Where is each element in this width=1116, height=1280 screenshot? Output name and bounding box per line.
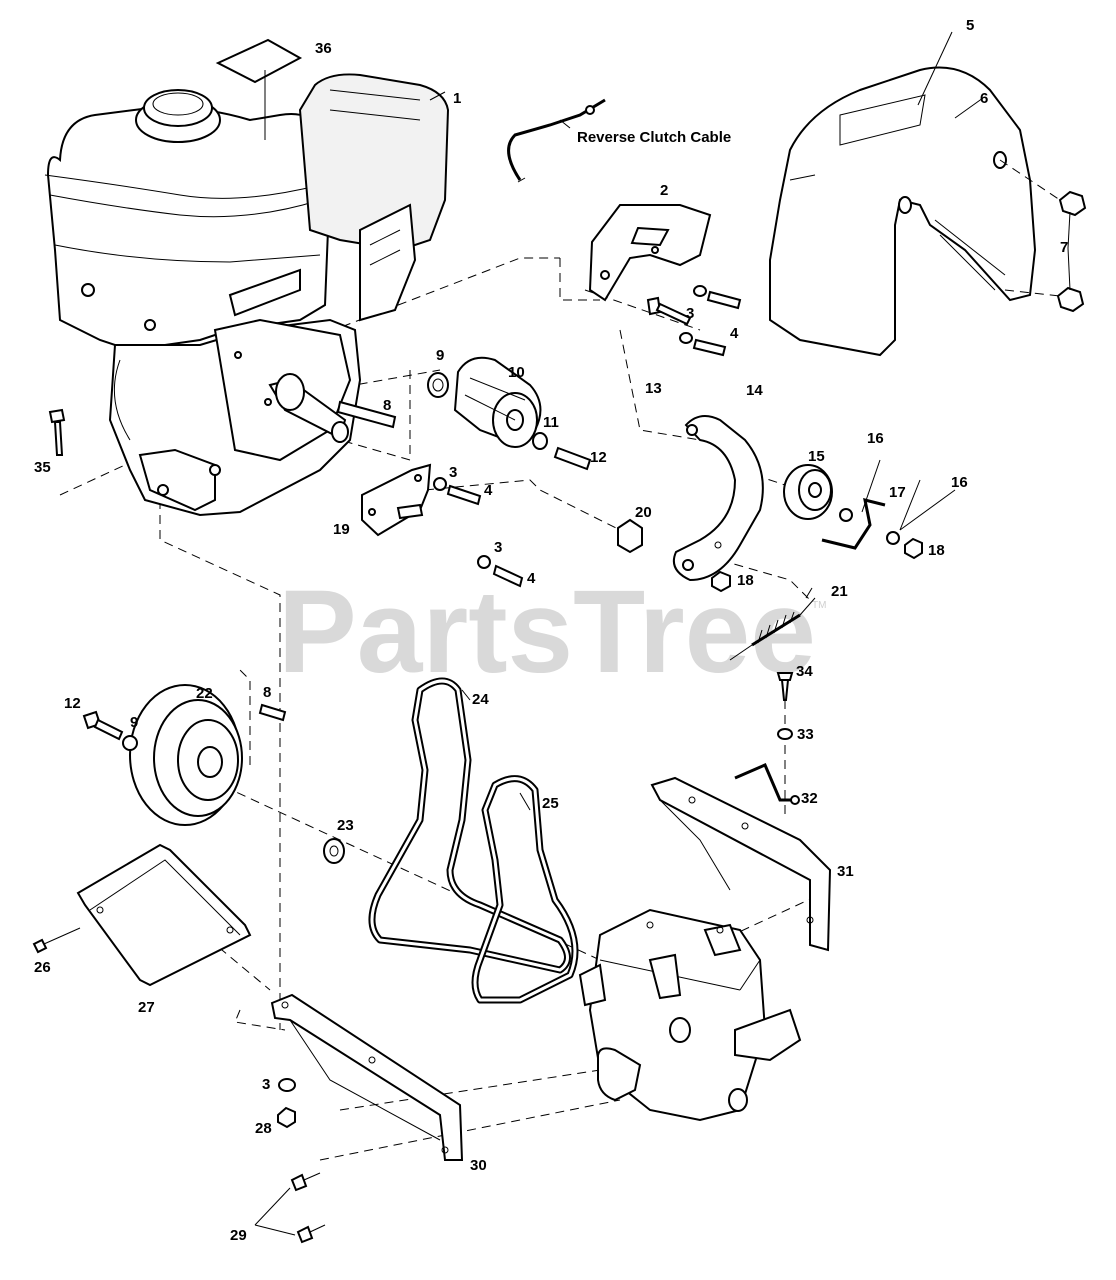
callout-4-c: 4 <box>527 570 536 587</box>
hardware-3-4-bracket <box>679 285 742 357</box>
callout-23: 23 <box>337 817 354 834</box>
callout-26: 26 <box>34 959 51 976</box>
nut-18b <box>711 570 731 593</box>
callout-3-a: 3 <box>686 305 694 322</box>
pulley-22 <box>129 684 243 826</box>
callout-17: 17 <box>889 484 906 501</box>
callout-29: 29 <box>230 1227 247 1244</box>
spacer-20 <box>617 518 643 554</box>
callout-14: 14 <box>746 382 763 399</box>
bolt-12b <box>82 710 124 741</box>
engine <box>44 73 450 517</box>
callout-9-a: 9 <box>436 347 444 364</box>
decal-36 <box>215 38 303 140</box>
callout-30: 30 <box>470 1157 487 1174</box>
callout-4-b: 4 <box>484 482 493 499</box>
callout-3-d: 3 <box>262 1076 270 1093</box>
nut-18a <box>904 537 923 560</box>
callout-19: 19 <box>333 521 350 538</box>
callout-12-b: 12 <box>64 695 81 712</box>
washer-16b <box>886 531 900 545</box>
washer-16a <box>839 508 853 522</box>
pulley-10 <box>453 356 542 448</box>
washer-23 <box>323 838 345 864</box>
callout-8-a: 8 <box>383 397 391 414</box>
callout-2: 2 <box>660 182 668 199</box>
watermark: PartsTree <box>278 566 816 698</box>
belt-24 <box>368 677 571 974</box>
callout-3-b: 3 <box>449 464 457 481</box>
callout-13: 13 <box>645 380 662 397</box>
washer-11-bolt-12 <box>532 432 592 471</box>
callout-18-b: 18 <box>737 572 754 589</box>
callout-28: 28 <box>255 1120 272 1137</box>
belt-cover-6 <box>769 66 1037 357</box>
bracket-30 <box>270 993 464 1161</box>
leader-lines <box>429 31 1071 811</box>
shield-27 <box>76 843 252 987</box>
callout-3-c: 3 <box>494 539 502 556</box>
key-8b <box>258 703 287 722</box>
callouts: 1 2 3 4 5 6 7 8 9 10 11 12 13 14 15 16 1… <box>34 17 1068 1244</box>
callout-21: 21 <box>831 583 848 600</box>
idler-arm-14 <box>672 415 764 582</box>
transmission <box>578 908 802 1122</box>
callout-16-a: 16 <box>867 430 884 447</box>
callout-7: 7 <box>1060 239 1068 256</box>
washer-33 <box>777 728 793 740</box>
reverse-clutch-cable-label: Reverse Clutch Cable <box>577 129 731 146</box>
callout-32: 32 <box>801 790 818 807</box>
callout-31: 31 <box>837 863 854 880</box>
plate-19 <box>361 463 432 537</box>
callout-1: 1 <box>453 90 461 107</box>
callout-15: 15 <box>808 448 825 465</box>
reverse-clutch-cable: Reverse Clutch Cable <box>507 98 731 183</box>
callout-5: 5 <box>966 17 974 34</box>
callout-36: 36 <box>315 40 332 57</box>
callout-12-a: 12 <box>590 449 607 466</box>
bolt-13 <box>646 296 692 326</box>
bracket-2 <box>588 204 712 302</box>
callout-27: 27 <box>138 999 155 1016</box>
callout-20: 20 <box>635 504 652 521</box>
bracket-31 <box>650 776 832 952</box>
callout-25: 25 <box>542 795 559 812</box>
washer-3-lower <box>278 1078 296 1092</box>
rod-32 <box>734 763 800 805</box>
callout-18-a: 18 <box>928 542 945 559</box>
key-8 <box>336 400 397 429</box>
callout-34: 34 <box>796 663 813 680</box>
callout-8-b: 8 <box>263 684 271 701</box>
callout-24: 24 <box>472 691 489 708</box>
washer-9b <box>122 735 138 751</box>
screws-29 <box>254 1172 326 1244</box>
idler-pulley-15 <box>783 464 833 520</box>
belt-25 <box>471 775 579 1004</box>
hardware-3-4-plate <box>433 477 524 588</box>
callout-10: 10 <box>508 364 525 381</box>
bolt-35 <box>48 408 66 456</box>
callout-6: 6 <box>980 90 988 107</box>
callout-16-b: 16 <box>951 474 968 491</box>
callout-35: 35 <box>34 459 51 476</box>
screw-26 <box>32 927 81 954</box>
callout-9-b: 9 <box>130 714 138 731</box>
callout-33: 33 <box>797 726 814 743</box>
bolt-34 <box>776 672 794 701</box>
watermark-trademark: TM <box>812 600 826 611</box>
washer-9 <box>427 372 449 398</box>
bracket-17 <box>821 497 886 550</box>
callout-11: 11 <box>543 414 559 431</box>
nut-28 <box>277 1106 296 1129</box>
nuts-7 <box>999 159 1087 313</box>
callout-22: 22 <box>196 685 213 702</box>
spring-21 <box>729 597 816 661</box>
callout-4-a: 4 <box>730 325 739 342</box>
